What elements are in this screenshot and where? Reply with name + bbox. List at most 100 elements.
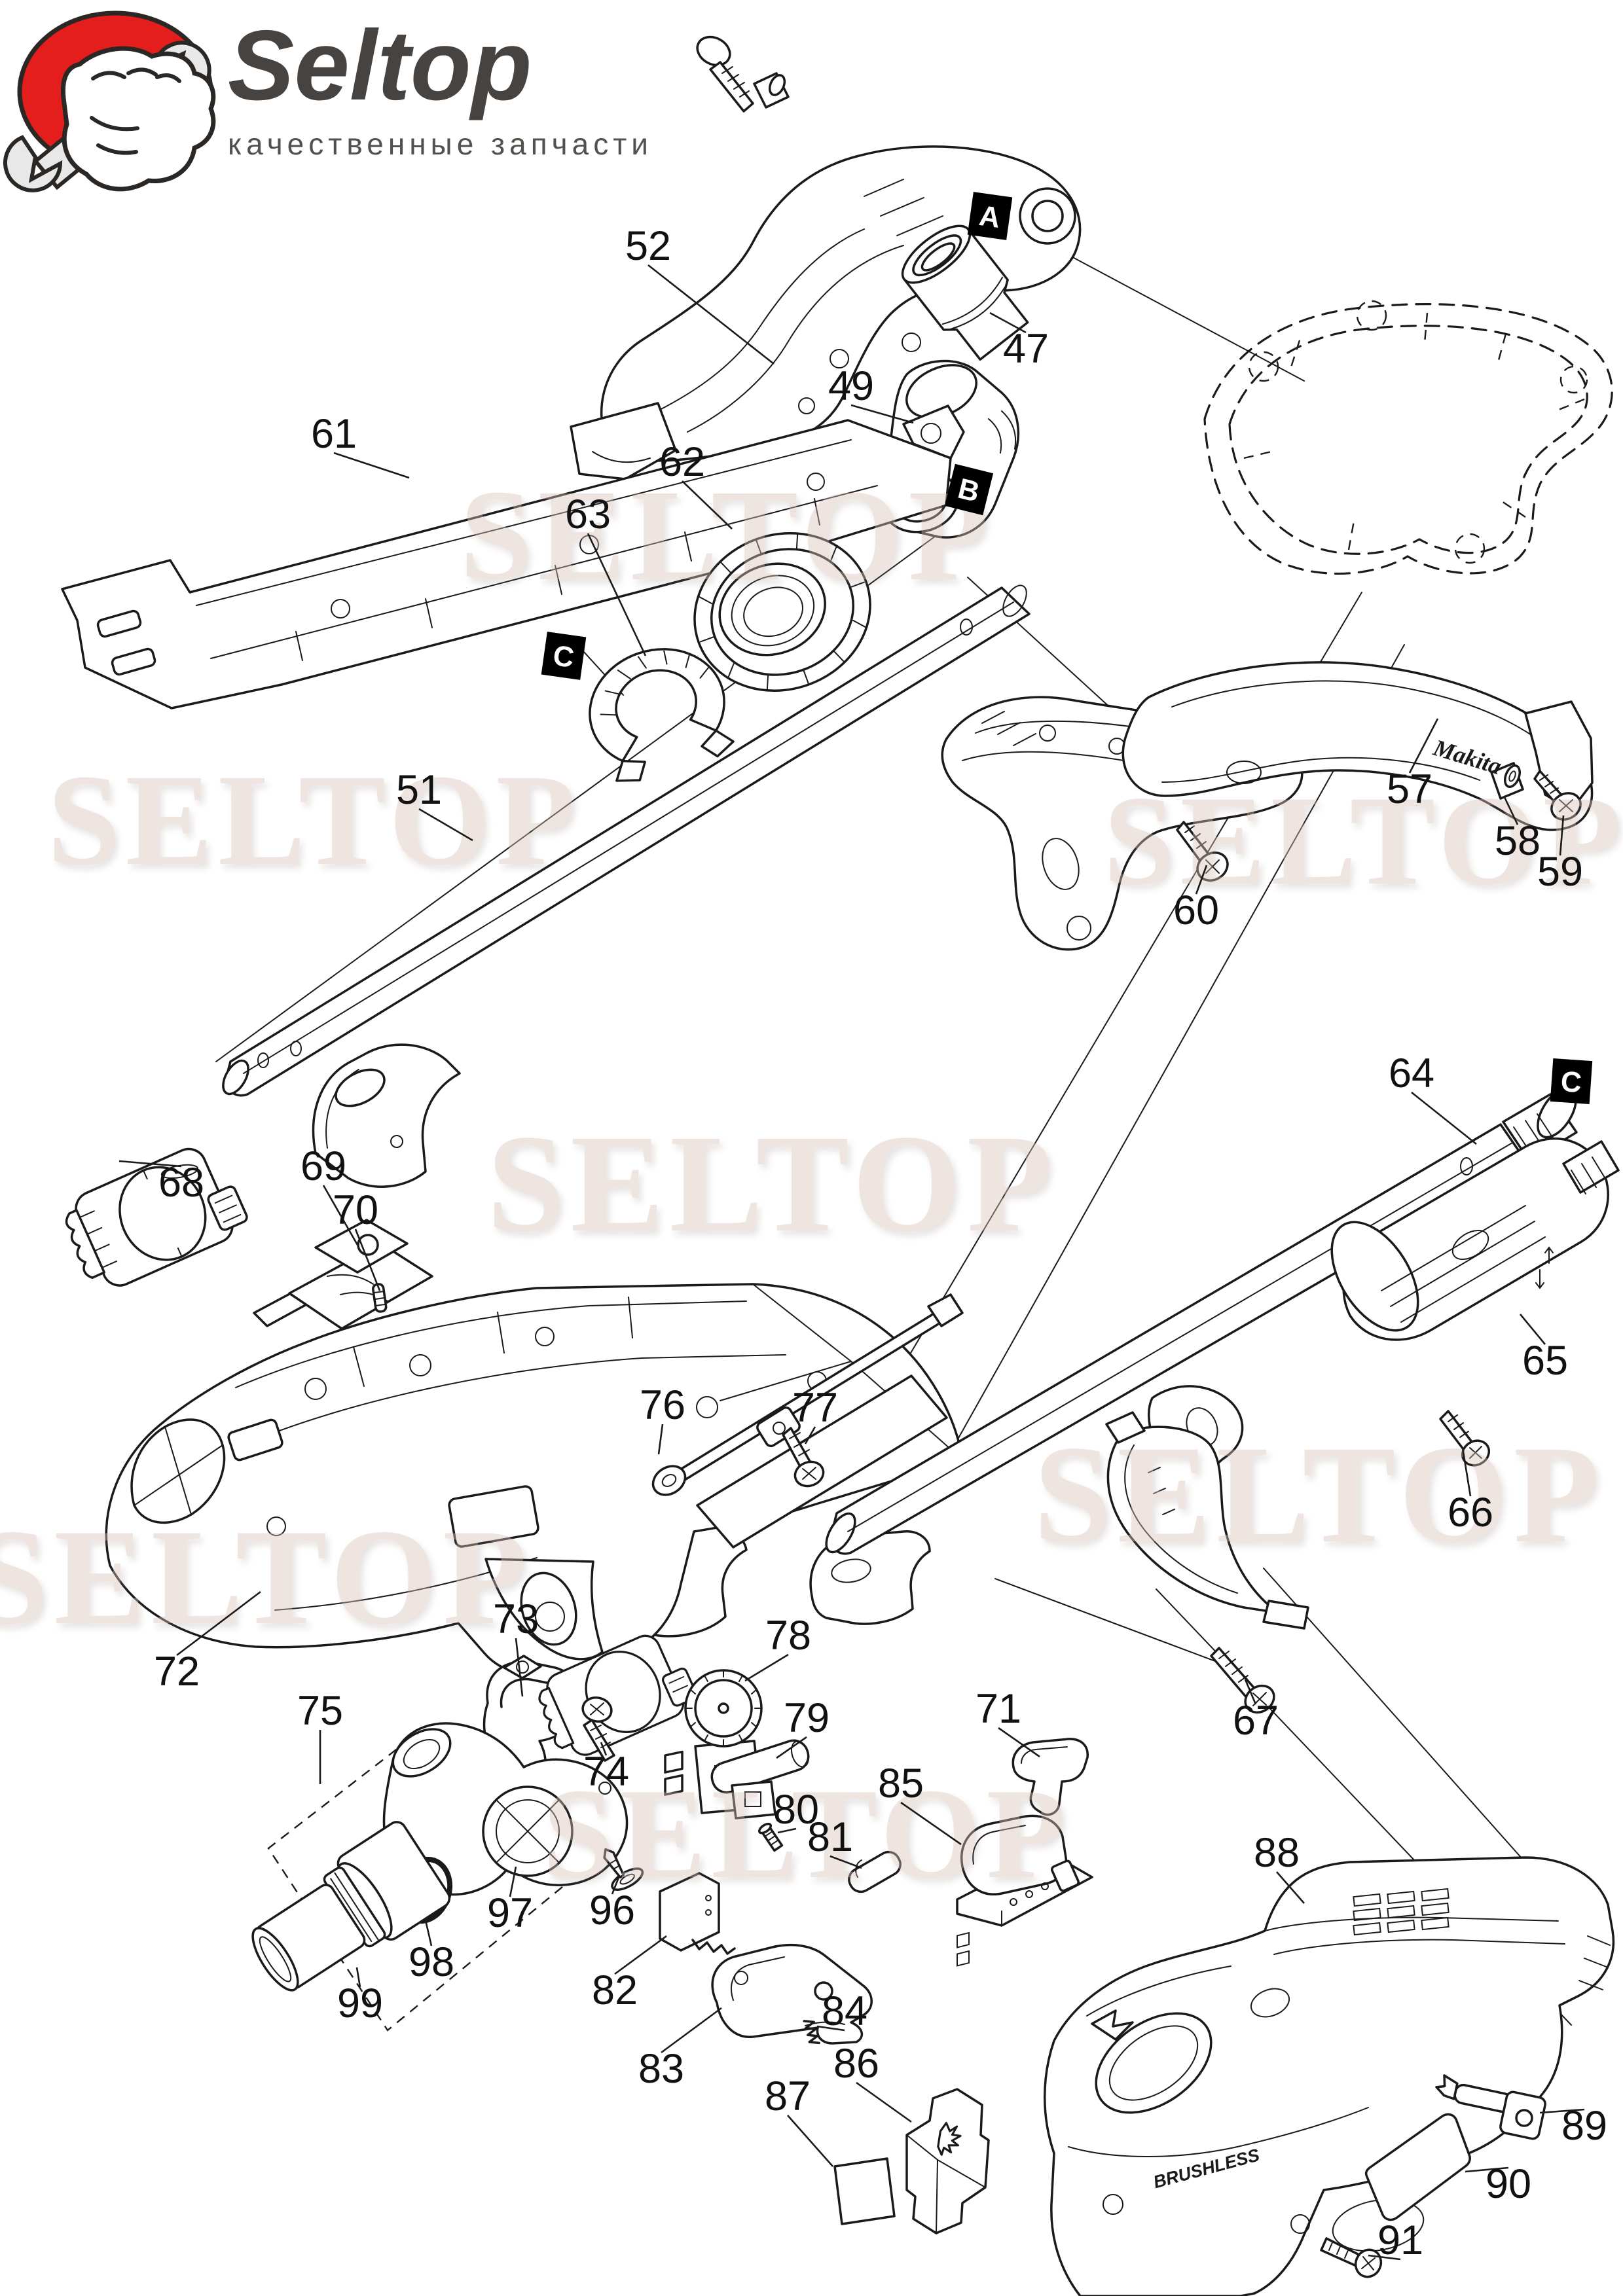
part-number-91: 91 <box>1377 2217 1423 2263</box>
callout-86: 86 <box>833 2041 912 2123</box>
callout-60: 60 <box>1173 865 1219 933</box>
logo-tagline-text: качественные запчасти <box>228 127 653 161</box>
part-number-63: 63 <box>565 492 611 537</box>
part-number-59: 59 <box>1537 849 1583 895</box>
part-number-74: 74 <box>583 1749 629 1795</box>
part-number-67: 67 <box>1233 1698 1279 1744</box>
part-number-97: 97 <box>487 1890 533 1936</box>
part-number-52: 52 <box>625 223 671 269</box>
callout-82: 82 <box>592 1935 667 2013</box>
name-sticker-90 <box>1364 2113 1471 2221</box>
top-spacer <box>753 72 790 109</box>
part-number-58: 58 <box>1495 818 1541 864</box>
coupling-47 <box>901 224 1029 361</box>
part-number-71: 71 <box>976 1686 1021 1732</box>
part-number-66: 66 <box>1448 1490 1493 1535</box>
logo-brand-text: Seltop <box>228 10 532 121</box>
clamp-ring-63 <box>589 648 735 782</box>
part-number-76: 76 <box>640 1382 685 1428</box>
screw-67 <box>1210 1647 1275 1714</box>
callout-81: 81 <box>807 1814 862 1869</box>
view-marker-c-3: C <box>1550 1058 1593 1105</box>
part-number-90: 90 <box>1486 2161 1531 2207</box>
callout-80: 80 <box>773 1787 819 1834</box>
callout-67: 67 <box>1233 1679 1279 1744</box>
callout-62: 62 <box>659 439 733 529</box>
switch-82 <box>659 1750 736 1955</box>
callout-88: 88 <box>1254 1830 1305 1904</box>
part-number-64: 64 <box>1389 1050 1434 1096</box>
screw-66 <box>1439 1410 1491 1467</box>
view-marker-b-1: B <box>944 463 994 516</box>
callout-97: 97 <box>487 1866 533 1936</box>
handle-half-57 <box>1122 661 1594 831</box>
part-number-72: 72 <box>154 1649 200 1695</box>
inlet-nozzle-99 <box>251 1821 451 1992</box>
callout-89: 89 <box>1539 2103 1607 2149</box>
part-number-85: 85 <box>878 1761 924 1806</box>
part-number-70: 70 <box>333 1187 378 1233</box>
callout-70: 70 <box>333 1187 381 1291</box>
part-number-82: 82 <box>592 1967 638 2013</box>
part-number-68: 68 <box>158 1160 204 1206</box>
ring-nut-62 <box>693 532 871 692</box>
part-number-99: 99 <box>337 1981 383 2026</box>
part-number-51: 51 <box>396 767 442 813</box>
callout-87: 87 <box>765 2073 833 2167</box>
part-number-47: 47 <box>1003 326 1049 372</box>
clamp-sleeve-73b <box>538 1634 698 1756</box>
screw-91 <box>1320 2237 1383 2278</box>
callout-74: 74 <box>583 1742 629 1795</box>
callout-78: 78 <box>744 1613 811 1682</box>
callout-72: 72 <box>154 1590 261 1695</box>
part-number-62: 62 <box>659 439 705 485</box>
screw-77 <box>782 1427 825 1488</box>
callout-98: 98 <box>409 1920 454 1985</box>
callout-52: 52 <box>625 223 775 365</box>
stand-bracket <box>1105 1411 1309 1630</box>
part-number-78: 78 <box>765 1613 811 1659</box>
view-marker-letter: C <box>551 639 576 674</box>
part-number-79: 79 <box>784 1695 830 1741</box>
part-number-81: 81 <box>807 1814 853 1860</box>
part-number-69: 69 <box>301 1143 346 1189</box>
callout-47: 47 <box>989 312 1049 372</box>
callout-65: 65 <box>1519 1314 1568 1384</box>
callout-99: 99 <box>337 1967 383 2026</box>
lock-key-89 <box>1435 2074 1546 2140</box>
spacer-58 <box>1490 762 1524 800</box>
part-number-61: 61 <box>311 411 357 457</box>
callout-84: 84 <box>816 1988 867 2034</box>
callout-91: 91 <box>1368 2217 1423 2263</box>
callout-59: 59 <box>1537 815 1583 895</box>
watermark-0: SELTOP <box>460 463 993 608</box>
part-number-75: 75 <box>297 1688 343 1734</box>
view-marker-c-2: C <box>541 632 587 680</box>
screw-80 <box>758 1822 784 1852</box>
lock-rod-76 <box>651 1293 964 1549</box>
chassis-frame-72 <box>105 1283 964 1677</box>
shaft-half-shell-a <box>312 1043 461 1188</box>
watermark-1: SELTOP <box>47 748 581 893</box>
callout-79: 79 <box>776 1695 830 1759</box>
part-number-80: 80 <box>773 1787 819 1833</box>
screw-59 <box>1533 770 1582 821</box>
spring-84 <box>803 2020 820 2045</box>
callout-61: 61 <box>311 411 410 479</box>
part-number-83: 83 <box>638 2046 684 2092</box>
callout-68: 68 <box>119 1160 204 1206</box>
clamp-sleeve-68 <box>65 1147 248 1287</box>
seltop-logo: Seltop качественные запчасти <box>3 10 653 192</box>
watermark-5: SELTOP <box>1034 1417 1605 1572</box>
push-rivet-96 <box>603 1848 644 1891</box>
part-number-86: 86 <box>833 2041 879 2087</box>
view-marker-a-0: A <box>967 192 1013 240</box>
callout-85: 85 <box>878 1761 962 1846</box>
screw-74 <box>581 1696 615 1762</box>
motor-housing-88 <box>1044 1856 1615 2296</box>
part-number-65: 65 <box>1522 1338 1568 1384</box>
part-number-73: 73 <box>493 1596 539 1642</box>
